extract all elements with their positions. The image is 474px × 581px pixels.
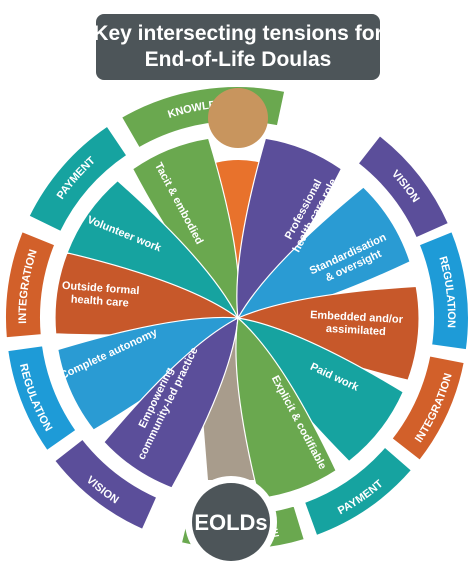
title-banner-bg [92, 10, 384, 84]
right-ribbon-label-text: Embedded and/orassimilated [309, 309, 404, 339]
outer-ring-segment [6, 344, 78, 453]
center-label: EOLDs [194, 510, 267, 535]
outer-ring-segment [390, 354, 466, 463]
title-line-2: End-of-Life Doulas [144, 48, 332, 71]
title-banner: Key intersecting tensions for End-of-Lif… [92, 10, 384, 84]
outer-ring-segment [417, 229, 470, 352]
outer-ring-segment [302, 445, 414, 538]
left-ribbon-label-text: Outside formalhealth care [61, 280, 140, 310]
left-ribbon [103, 316, 239, 489]
center-badge: EOLDs [185, 476, 277, 568]
right-ribbon [235, 316, 337, 500]
right-ribbon-label: Embedded and/orassimilated [309, 309, 404, 339]
title-text: Key intersecting tensions for End-of-Lif… [92, 10, 384, 84]
outer-ring-segment [4, 229, 57, 340]
center-badge-circle [192, 483, 270, 561]
outer-ring-segment [27, 124, 129, 234]
outer-ring-segment [356, 133, 451, 240]
left-ribbon-label: Outside formalhealth care [61, 280, 140, 310]
title-line-1: Key intersecting tensions for [93, 22, 383, 45]
figure-head [208, 88, 268, 148]
outer-ring-segment [52, 437, 159, 532]
